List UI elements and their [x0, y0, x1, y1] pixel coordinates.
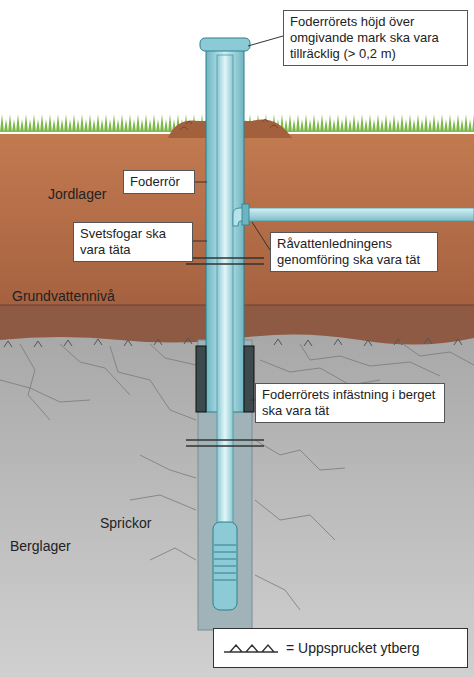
- pump: [213, 522, 237, 610]
- crack: [20, 344, 50, 420]
- flange-line: [186, 439, 264, 441]
- callout-text: Foderrör: [130, 174, 188, 190]
- casing-seal: [244, 346, 254, 412]
- inner-pipe: [217, 55, 233, 525]
- crack: [150, 344, 196, 365]
- crack: [140, 455, 196, 478]
- crack: [255, 440, 345, 470]
- crack: [130, 495, 196, 510]
- flange-line: [186, 445, 264, 447]
- crack: [110, 346, 196, 420]
- flange-line: [186, 263, 264, 265]
- flange-line: [186, 257, 264, 259]
- callout-text: Råvattenledningens genomföring ska vara …: [277, 236, 431, 268]
- leader-line: [193, 241, 207, 242]
- leader-line: [195, 182, 207, 183]
- layer-label: Berglager: [10, 538, 71, 554]
- crack: [300, 344, 440, 376]
- crack: [150, 548, 196, 560]
- layer-label: Sprickor: [100, 515, 151, 531]
- flanges: [186, 258, 264, 446]
- legend-text: = Uppsprucket ytberg: [286, 640, 419, 656]
- callout-box: Foderrörets höjd över omgivande mark ska…: [283, 10, 468, 66]
- leader-lines: [193, 36, 283, 400]
- layer-label: Grundvattennivå: [12, 288, 115, 304]
- raw-water-pipe: [245, 208, 474, 221]
- pipe-passthrough: [242, 204, 249, 225]
- callout-text: Svetsfogar ska vara täta: [80, 226, 186, 258]
- crack: [400, 342, 474, 365]
- callout-box: Svetsfogar ska vara täta: [73, 222, 193, 262]
- callout-box: Foderrörets infästning i berget ska vara…: [255, 383, 445, 423]
- legend-box: = Uppsprucket ytberg: [213, 628, 468, 668]
- callout-text: Foderrörets infästning i berget ska vara…: [262, 387, 438, 419]
- legend-symbol: [222, 640, 280, 656]
- casing-cap: [200, 38, 250, 51]
- legend-row: = Uppsprucket ytberg: [222, 640, 419, 656]
- casing-seal: [196, 346, 206, 412]
- leader-line: [252, 222, 270, 250]
- crack: [0, 380, 90, 402]
- pump-ridges: [214, 545, 236, 580]
- layer-label: Jordlager: [48, 186, 106, 202]
- callout-box: Foderrör: [123, 170, 195, 194]
- crack: [60, 344, 130, 395]
- leader-line: [248, 36, 283, 46]
- cracked-rock-symbol: [224, 645, 278, 652]
- crack: [255, 500, 335, 540]
- crack: [255, 575, 300, 610]
- callout-text: Foderrörets höjd över omgivande mark ska…: [290, 14, 461, 62]
- callout-box: Råvattenledningens genomföring ska vara …: [270, 232, 438, 272]
